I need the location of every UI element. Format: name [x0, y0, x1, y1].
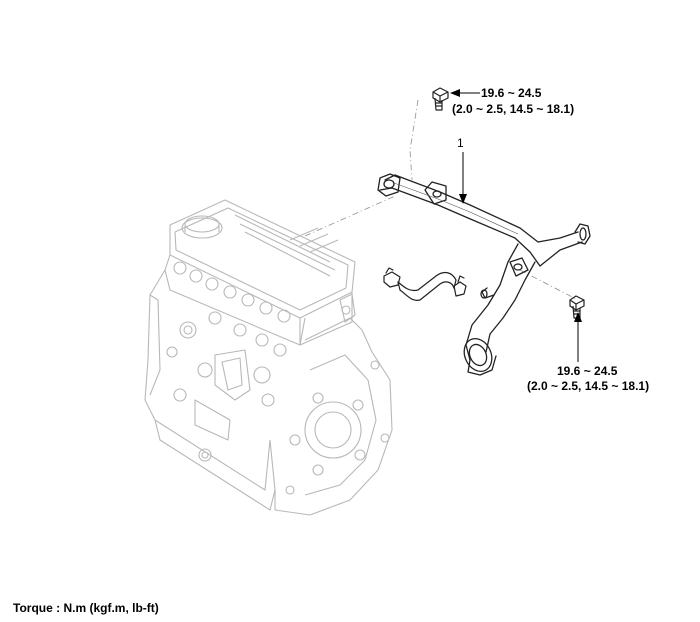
hose-and-clamps	[383, 267, 467, 301]
top-torque-arrowhead	[450, 89, 460, 97]
top-torque-value-nm: 19.6 ~ 24.5	[481, 86, 542, 100]
bottom-torque-value-alt-units: (2.0 ~ 2.5, 14.5 ~ 18.1)	[527, 379, 650, 393]
bolt-bottom	[569, 295, 585, 319]
bottom-torque-arrowhead	[574, 312, 582, 322]
part-number-label: 1	[457, 136, 464, 150]
water-pipe-part	[377, 173, 591, 376]
top-torque-value-alt-units: (2.0 ~ 2.5, 14.5 ~ 18.1)	[452, 102, 575, 116]
engine-block-illustration	[144, 199, 393, 516]
bolt-top	[432, 87, 449, 111]
part-number-arrowhead	[459, 194, 467, 204]
alignment-leader-lines	[304, 99, 579, 301]
bottom-torque-value-nm: 19.6 ~ 24.5	[557, 364, 618, 378]
callout-arrows	[450, 89, 582, 362]
torque-units-footnote: Torque : N.m (kgf.m, lb-ft)	[13, 601, 159, 615]
